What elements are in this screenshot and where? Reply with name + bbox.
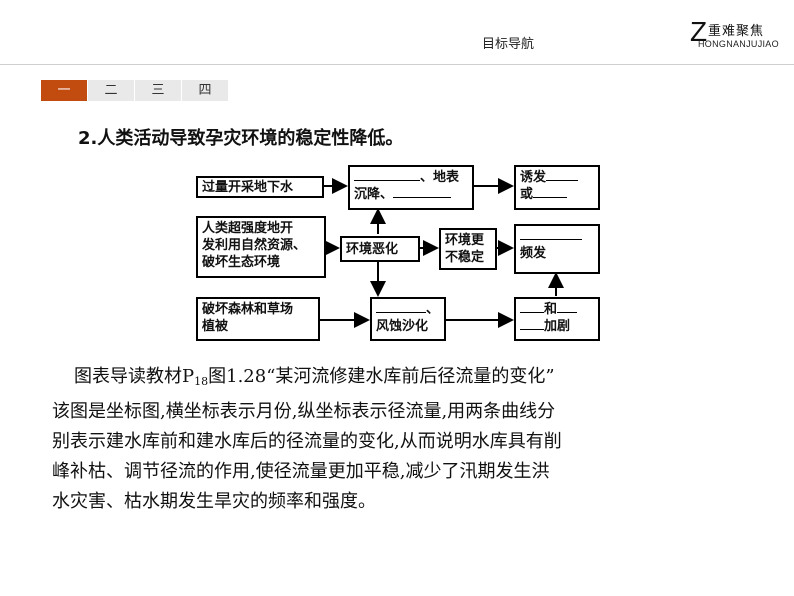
box-induce: 诱发 或: [514, 165, 600, 210]
header-title: 目标导航: [482, 37, 535, 52]
box-overpump-groundwater: 过量开采地下水: [196, 176, 324, 198]
box-subsidence: 、地表 沉降、: [348, 165, 474, 210]
box-human-overuse-line1: 人类超强度地开: [202, 221, 294, 236]
box-subsidence-line2: 沉降、: [354, 187, 394, 202]
tab-3[interactable]: 三: [135, 80, 181, 101]
box-env-unstable-line1: 环境更: [445, 233, 485, 248]
box-frequent: 频发: [514, 224, 600, 274]
box-human-overuse-line2: 发利用自然资源、: [202, 238, 307, 253]
reading-line-2: 别表示建水库前和建水库后的径流量的变化,从而说明水库具有削: [52, 431, 562, 452]
reading-intro-prefix: 图表导读教材P: [74, 366, 195, 387]
brand-pinyin: HONGNANJUJIAO: [698, 39, 779, 49]
box-intensify-line2: 加剧: [544, 319, 571, 334]
box-env-deteriorate: 环境恶化: [340, 236, 420, 262]
section-tabs: 一 二 三 四: [41, 80, 228, 101]
reading-intro-suffix: 图1.28“某河流修建水库前后径流量的变化”: [208, 366, 555, 387]
reading-line-3: 峰补枯、调节径流的作用,使径流量更加平稳,减少了汛期发生洪: [52, 461, 550, 482]
reading-line-1: 该图是坐标图,横坐标表示月份,纵坐标表示径流量,用两条曲线分: [52, 401, 556, 422]
box-intensify-line1: 和: [544, 302, 558, 317]
box-human-overuse: 人类超强度地开 发利用自然资源、 破坏生态环境: [196, 216, 326, 278]
box-destroy-vegetation: 破坏森林和草场 植被: [196, 297, 320, 341]
box-intensify: 和 加剧: [514, 297, 600, 341]
section-heading: 2.人类活动导致孕灾环境的稳定性降低。: [78, 128, 404, 149]
reading-line-4: 水灾害、枯水期发生旱灾的频率和强度。: [52, 491, 376, 512]
reading-intro-subscript: 18: [194, 375, 209, 388]
brand-logo: Z 重难聚焦 HONGNANJUJIAO: [690, 18, 790, 52]
box-desertification-line1: 、: [426, 302, 440, 317]
box-overpump-groundwater-text: 过量开采地下水: [202, 180, 294, 195]
box-env-unstable: 环境更 不稳定: [439, 228, 497, 270]
reading-guide: 图表导读教材P18图1.28“某河流修建水库前后径流量的变化” 该图是坐标图,横…: [52, 362, 752, 517]
brand-z: Z: [690, 16, 708, 47]
box-subsidence-line1: 、地表: [420, 170, 460, 185]
box-frequent-text: 频发: [520, 246, 547, 261]
tab-4[interactable]: 四: [182, 80, 228, 101]
box-desertification-line2: 风蚀沙化: [376, 319, 429, 334]
box-env-deteriorate-text: 环境恶化: [346, 242, 399, 257]
reading-intro: 图表导读教材P18图1.28“某河流修建水库前后径流量的变化”: [52, 362, 752, 397]
brand-chinese: 重难聚焦: [708, 24, 765, 39]
box-induce-line2: 或: [520, 187, 534, 202]
box-destroy-vegetation-line2: 植被: [202, 319, 229, 334]
box-destroy-vegetation-line1: 破坏森林和草场: [202, 302, 294, 317]
tab-2[interactable]: 二: [88, 80, 134, 101]
tab-1[interactable]: 一: [41, 80, 87, 101]
box-induce-line1: 诱发: [520, 170, 547, 185]
header-divider: [0, 64, 794, 65]
box-human-overuse-line3: 破坏生态环境: [202, 255, 281, 270]
box-desertification: 、 风蚀沙化: [370, 297, 446, 341]
box-env-unstable-line2: 不稳定: [445, 250, 485, 265]
